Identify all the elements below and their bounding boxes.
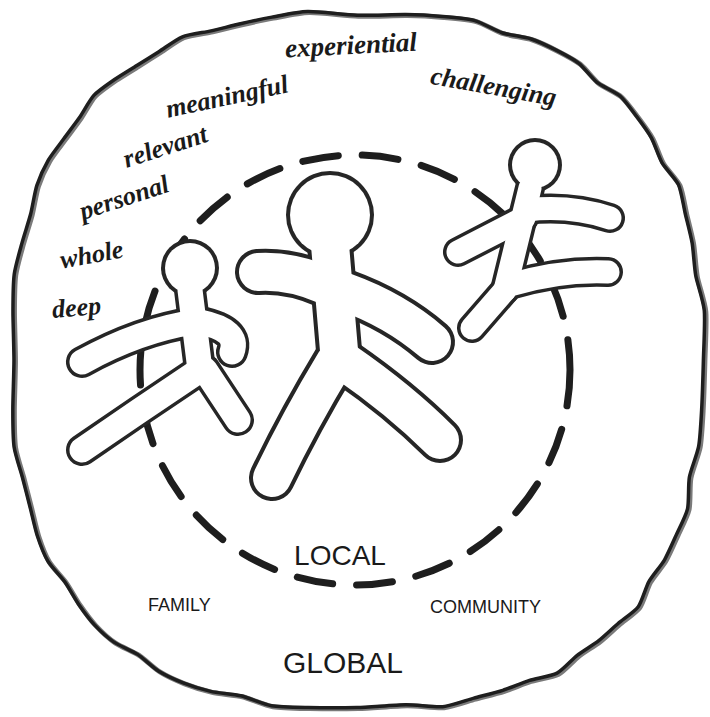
learning-quality: experiential xyxy=(284,27,417,65)
outline-stroke xyxy=(13,11,705,707)
text-slot: COMMUNITY xyxy=(430,597,541,618)
text-slot: personal xyxy=(78,183,170,213)
learning-quality: whole xyxy=(58,235,126,276)
text-slot: experiential xyxy=(285,30,417,61)
text-slot: GLOBAL xyxy=(283,646,403,680)
scope-label: LOCAL xyxy=(290,540,390,572)
scope-label: FAMILY xyxy=(148,595,211,616)
learning-quality: relevant xyxy=(119,119,211,174)
scope-label: COMMUNITY xyxy=(430,597,541,618)
text-slot: deep xyxy=(52,293,101,323)
learning-quality: personal xyxy=(76,169,173,226)
scope-label: GLOBAL xyxy=(283,646,403,680)
text-slot: relevant xyxy=(122,132,209,162)
text-slot: challenging xyxy=(430,72,557,102)
text-slot: whole xyxy=(60,240,124,270)
text-slot: meaningful xyxy=(165,82,289,112)
outline-shade xyxy=(14,12,706,708)
learning-quality: challenging xyxy=(428,61,558,113)
text-slot: LOCAL xyxy=(290,540,390,572)
learning-quality: meaningful xyxy=(163,69,291,124)
learning-quality: deep xyxy=(51,291,103,325)
text-slot: FAMILY xyxy=(148,595,211,616)
dashed-outline xyxy=(140,155,570,585)
